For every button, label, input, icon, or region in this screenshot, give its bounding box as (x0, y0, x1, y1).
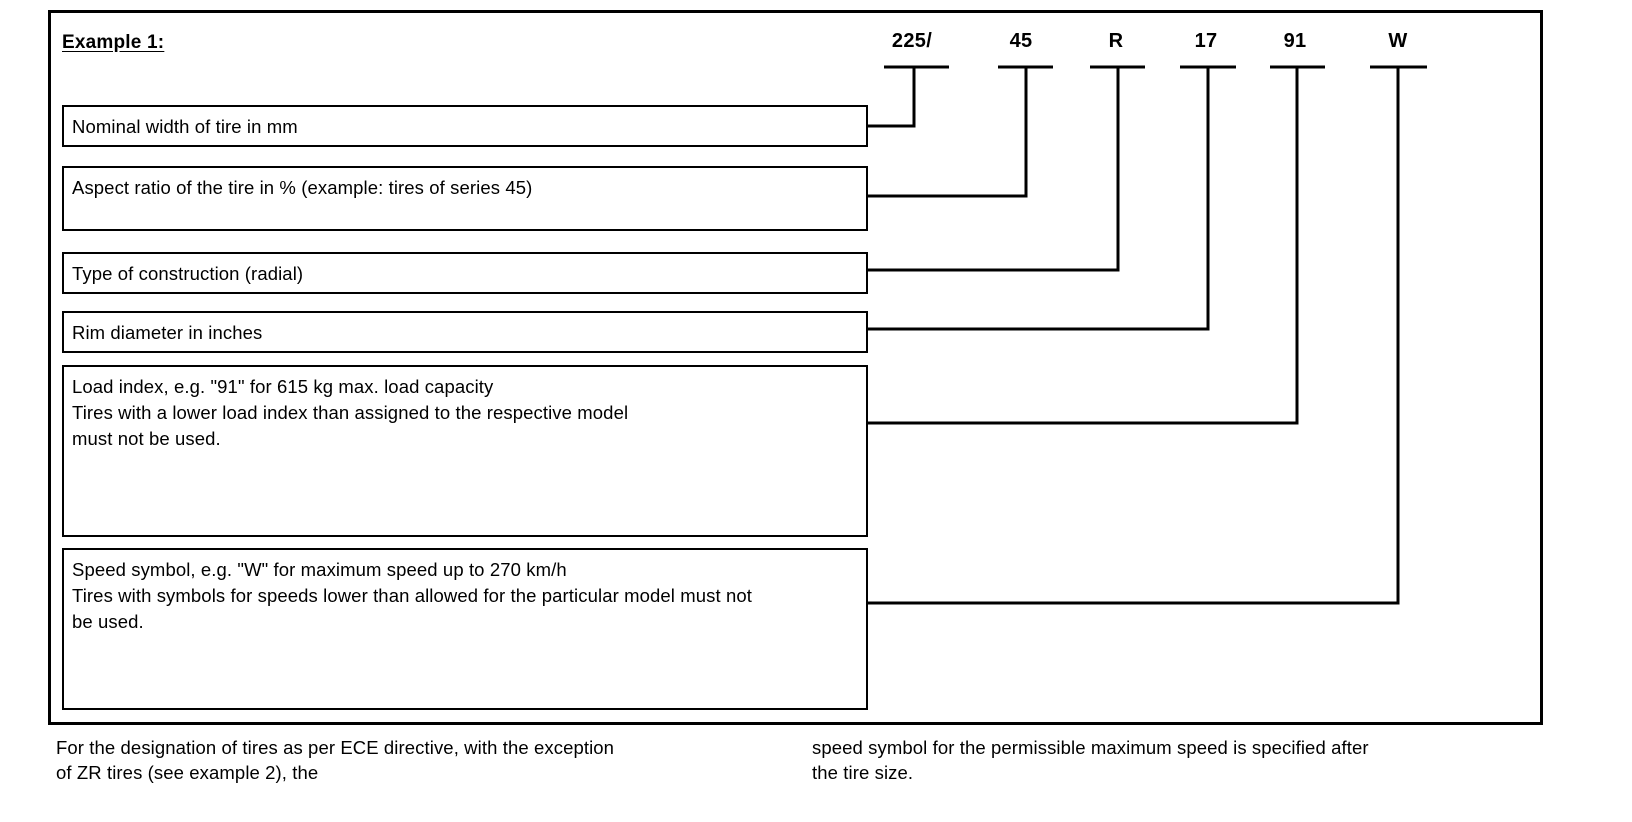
code-label-rim-diameter: 17 (1194, 30, 1218, 52)
desc-line: Rim diameter in inches (72, 322, 263, 343)
desc-box-construction: Type of construction (radial) (62, 252, 868, 294)
desc-box-load-index: Load index, e.g. "91" for 615 kg max. lo… (62, 365, 868, 537)
caption-line: For the designation of tires as per ECE … (56, 737, 615, 758)
desc-line: Type of construction (radial) (72, 263, 304, 284)
caption-line: speed symbol for the permissible maximum… (812, 737, 1369, 758)
desc-line: Tires with symbols for speeds lower than… (72, 585, 752, 606)
desc-box-aspect-ratio: Aspect ratio of the tire in % (example: … (62, 166, 868, 231)
caption-column-right: speed symbol for the permissible maximum… (812, 735, 1369, 785)
desc-line: Nominal width of tire in mm (72, 116, 298, 137)
desc-line: must not be used. (72, 428, 221, 449)
caption-line: of ZR tires (see example 2), the (56, 762, 319, 783)
code-label-aspect-ratio: 45 (1009, 30, 1033, 52)
code-label-nominal-width: 225/ (891, 30, 933, 52)
desc-box-speed-symbol: Speed symbol, e.g. "W" for maximum speed… (62, 548, 868, 710)
caption-column-left: For the designation of tires as per ECE … (56, 735, 614, 785)
code-label-load-index: 91 (1283, 30, 1307, 52)
page-title: Example 1: (62, 32, 165, 53)
caption-line: the tire size. (812, 762, 914, 783)
desc-line: be used. (72, 611, 144, 632)
code-label-construction: R (1108, 30, 1124, 52)
desc-line: Load index, e.g. "91" for 615 kg max. lo… (72, 376, 494, 397)
code-label-speed-symbol: W (1388, 30, 1408, 52)
diagram-frame (48, 10, 1543, 725)
desc-line: Speed symbol, e.g. "W" for maximum speed… (72, 559, 567, 580)
desc-box-nominal-width: Nominal width of tire in mm (62, 105, 868, 147)
desc-line: Tires with a lower load index than assig… (72, 402, 629, 423)
desc-line: Aspect ratio of the tire in % (example: … (72, 177, 533, 198)
desc-box-rim-diameter: Rim diameter in inches (62, 311, 868, 353)
